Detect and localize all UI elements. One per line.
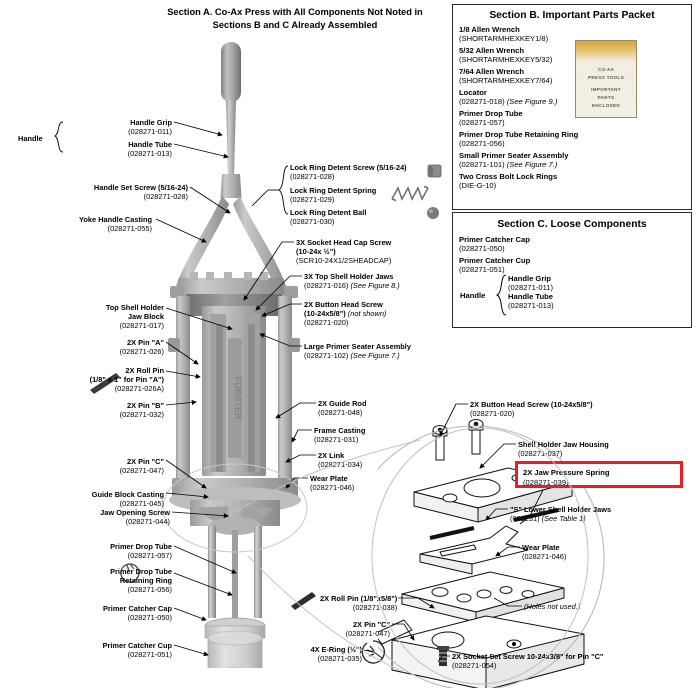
- label-socket-set-screw: 2X Socket Set Screw 10-24x3/8" for Pin "…: [452, 652, 604, 671]
- button-head-screw-size: (10-24x5/8"): [304, 309, 346, 319]
- label-holes-not-used: (Holes not used.): [524, 602, 581, 611]
- label-e-ring: 4X E-Ring (½") (028271-035): [310, 645, 362, 664]
- label-detail-button-head-screw: 2X Button Head Screw (10-24x5/8") (02827…: [470, 400, 593, 419]
- list-item: 7/64 Allen Wrench (SHORTARMHEXKEY7/64): [459, 67, 553, 86]
- label-yoke-handle-casting: Yoke Handle Casting (028271-055): [79, 215, 152, 234]
- list-item: Locator (028271-018) (See Figure 9.): [459, 88, 558, 107]
- large-primer-seater-number: (028271-102): [304, 351, 349, 361]
- label-primer-catcher-cup: Primer Catcher Cup (028271-051): [102, 641, 172, 660]
- section-b-panel: Section B. Important Parts Packet 1/8 Al…: [452, 4, 692, 210]
- top-shell-holder-jaws-number: (028271-016): [304, 281, 349, 291]
- list-item: Primer Catcher Cup (028271-051): [459, 256, 531, 275]
- label-roll-pin-a: 2X Roll Pin (1/8" x 1" for Pin "A") (028…: [89, 366, 164, 394]
- label-link: 2X Link (028271-034): [318, 451, 363, 470]
- e-ring-icon: [361, 640, 385, 664]
- label-wear-plate-main: Wear Plate (028271-046): [310, 474, 355, 493]
- packet-line-5: ENCLOSED: [592, 103, 620, 108]
- section-b-title: Section B. Important Parts Packet: [489, 10, 655, 21]
- label-guide-block-casting: Guide Block Casting (028271-045): [91, 490, 164, 509]
- small-primer-seater-ref: (See Figure 7.): [506, 160, 558, 170]
- label-pin-b: 2X Pin "B" (028271-032): [119, 401, 164, 420]
- lock-ring-detent-spring-icon: [391, 185, 429, 202]
- label-primer-drop-tube-retaining-ring: Primer Drop Tube Retaining Ring (028271-…: [110, 567, 172, 595]
- top-shell-holder-jaws-ref: (See Figure 8.): [350, 281, 400, 291]
- list-item: Primer Drop Tube Retaining Ring (028271-…: [459, 130, 579, 149]
- label-lock-ring-detent-ball: Lock Ring Detent Ball (028271-030): [290, 208, 367, 227]
- button-head-screw-art: [432, 425, 448, 461]
- button-head-screw-art-2: [468, 419, 484, 455]
- label-shell-holder-jaw-housing: Shell Holder Jaw Housing (028271-037): [518, 440, 609, 459]
- packet-line-1: CO-AX: [597, 67, 615, 72]
- label-detail-roll-pin: 2X Roll Pin (1/8"x5/8") (028271-038): [320, 594, 398, 613]
- label-jaw-pressure-spring-number: (028271-039): [523, 477, 569, 487]
- label-handle-grip: Handle Grip (028271-011): [128, 118, 172, 137]
- section-a-title: Section A. Co-Ax Press with All Componen…: [120, 6, 470, 31]
- label-lock-ring-detent-spring: Lock Ring Detent Spring (028271-029): [290, 186, 377, 205]
- label-primer-catcher-cap: Primer Catcher Cap (028271-050): [102, 604, 172, 623]
- label-primer-drop-tube: Primer Drop Tube (028271-057): [110, 542, 172, 561]
- s-lower-jaws-ref: (See Table 1): [541, 514, 586, 524]
- label-top-shell-holder-jaw-block: Top Shell Holder Jaw Block (028271-017): [105, 303, 164, 331]
- list-item: Small Primer Seater Assembly (028271-101…: [459, 151, 569, 170]
- button-head-screw-note: (not shown): [347, 309, 387, 319]
- list-item: Primer Drop Tube (028271-057): [459, 109, 523, 128]
- label-large-primer-seater-assembly: Large Primer Seater Assembly (028271-102…: [304, 342, 411, 361]
- label-frame-casting: Frame Casting (028271-031): [314, 426, 366, 445]
- socket-set-screw-icon: [437, 646, 449, 666]
- list-item: Primer Catcher Cap (028271-050): [459, 235, 530, 254]
- wear-plate-art: [401, 571, 565, 623]
- locator-ref: (See Figure 9.): [506, 97, 558, 107]
- label-pin-a: 2X Pin "A" (028271-026): [119, 338, 164, 357]
- label-pin-c: 2X Pin "C" (028271-047): [119, 457, 164, 476]
- section-c-title: Section C. Loose Components: [497, 219, 647, 230]
- s-lower-jaws-number: (001231): [510, 514, 540, 524]
- packet-line-4: PARTS: [597, 95, 615, 100]
- s-lower-shell-holder-jaws-art: [419, 525, 529, 575]
- label-socket-head-cap-screw: 3X Socket Head Cap Screw (10-24x ½") (SC…: [296, 238, 392, 266]
- packet-line-3: IMPORTANT: [591, 87, 621, 92]
- label-s-lower-shell-holder-jaws: "S" Lower Shell Holder Jaws (001231) (Se…: [510, 505, 612, 524]
- svg-text:FORSTER: FORSTER: [233, 376, 243, 420]
- list-item: 5/32 Allen Wrench (SHORTARMHEXKEY5/32): [459, 46, 553, 65]
- label-lock-ring-detent-screw: Lock Ring Detent Screw (5/16-24) (028271…: [290, 163, 407, 182]
- handle-group-word: Handle: [460, 291, 486, 300]
- section-c-handle-group: Handle Handle Grip (028271-011) Handle T…: [460, 274, 630, 318]
- lock-ring-detent-screw-icon: [427, 164, 442, 178]
- label-jaw-pressure-spring: 2X Jaw Pressure Spring: [523, 468, 610, 477]
- list-item: 1/8 Allen Wrench (SHORTARMHEXKEY1/8): [459, 25, 549, 44]
- parts-packet-photo: CO-AX PRESS TOOLS IMPORTANT PARTS ENCLOS…: [575, 40, 637, 118]
- section-a-title-line2: Sections B and C Already Assembled: [212, 19, 378, 30]
- section-a-title-line1: Section A. Co-Ax Press with All Componen…: [167, 7, 423, 17]
- jaw-pressure-spring-highlight: 2X Jaw Pressure Spring (028271-039): [515, 461, 683, 488]
- section-b-list: 1/8 Allen Wrench (SHORTARMHEXKEY1/8) 5/3…: [453, 25, 691, 190]
- lock-ring-detent-ball-icon: [427, 207, 439, 219]
- label-top-shell-holder-jaws: 3X Top Shell Holder Jaws (028271-016) (S…: [304, 272, 400, 291]
- locator-number: (028271-018): [459, 97, 505, 107]
- handle-group-sublist: Handle Grip (028271-011) Handle Tube (02…: [508, 274, 554, 310]
- label-detail-pin-c: 2X Pin "C" (028271-047): [345, 620, 390, 639]
- small-primer-seater-number: (028271-101): [459, 160, 505, 170]
- brace-icon: [496, 274, 507, 316]
- roll-pin-detail-icon: [291, 592, 316, 610]
- label-detail-wear-plate: Wear Plate (028271-046): [522, 543, 567, 562]
- label-jaw-opening-screw: Jaw Opening Screw (028271-044): [100, 508, 170, 527]
- section-c-panel: Section C. Loose Components Primer Catch…: [452, 212, 692, 328]
- label-handle-set-screw: Handle Set Screw (5/16-24) (028271-028): [93, 183, 188, 202]
- label-button-head-screw: 2X Button Head Screw (10-24x5/8") (not s…: [304, 300, 387, 328]
- packet-line-2: PRESS TOOLS: [588, 75, 624, 80]
- label-handle-tube: Handle Tube (028271-013): [127, 140, 172, 159]
- large-primer-seater-ref: (See Figure 7.): [350, 351, 400, 361]
- section-c-list: Primer Catcher Cap (028271-050) Primer C…: [453, 235, 691, 274]
- label-handle-group: Handle: [18, 134, 43, 143]
- list-item: Two Cross Bolt Lock Rings (DIE-G-10): [459, 172, 558, 191]
- label-guide-rod: 2X Guide Rod (028271-048): [318, 399, 367, 418]
